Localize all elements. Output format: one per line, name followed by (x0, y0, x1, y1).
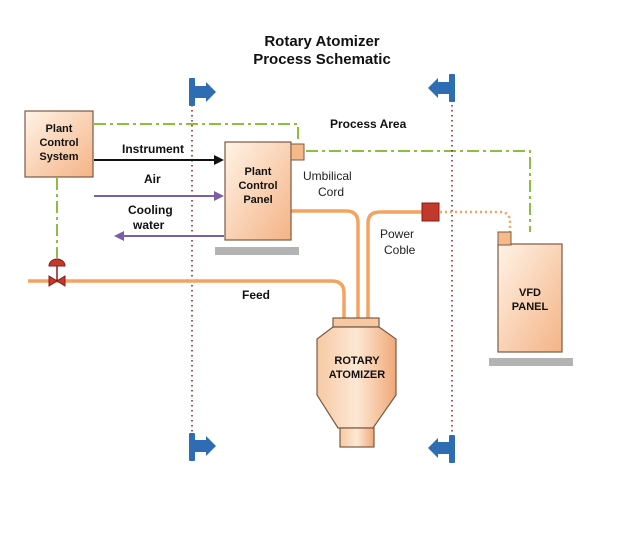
vfd-base (489, 358, 573, 366)
cooling-label-1: Cooling (128, 203, 173, 217)
control-valve-icon (48, 258, 66, 287)
power-cable (366, 210, 422, 318)
rotary-atomizer-vessel (316, 317, 397, 448)
boundary-marker-top-left-icon (189, 78, 216, 106)
cooling-label-2: water (132, 218, 165, 232)
umbilical-cord-pipe (290, 209, 360, 318)
panel-base (215, 247, 299, 255)
title-line-2: Process Schematic (253, 51, 391, 68)
feed-pipe (28, 279, 346, 318)
feed-label: Feed (242, 288, 270, 302)
plant-control-panel-line-3: Panel (243, 194, 272, 206)
plant-control-system-line-3: System (39, 151, 78, 163)
power-label-1: Power (380, 227, 414, 241)
power-junction-box (421, 202, 440, 222)
rotary-atomizer-line-2: ATOMIZER (329, 369, 385, 381)
boundary-marker-bottom-left-icon (189, 433, 216, 461)
vfd-panel-line-1: VFD (519, 287, 541, 299)
plant-control-panel-line-1: Plant (245, 166, 272, 178)
plant-control-system-line-2: Control (39, 137, 78, 149)
umbilical-label-1: Umbilical (303, 169, 352, 183)
vfd-panel-line-2: PANEL (512, 301, 549, 313)
boundary-marker-bottom-right-icon (428, 435, 455, 463)
instrument-label: Instrument (122, 142, 184, 156)
process-area-label: Process Area (330, 117, 407, 131)
power-cable-dotted (440, 210, 512, 232)
vfd-panel-box: VFD PANEL (489, 231, 573, 366)
title-line-1: Rotary Atomizer (264, 33, 379, 50)
process-area-boundary (56, 123, 531, 258)
power-label-2: Coble (384, 243, 416, 257)
plant-control-system-line-1: Plant (46, 123, 73, 135)
plant-control-panel-line-2: Control (238, 180, 277, 192)
plant-control-system-box: Plant Control System (24, 110, 94, 178)
rotary-atomizer-line-1: ROTARY (334, 355, 380, 367)
boundary-marker-top-right-icon (428, 74, 455, 102)
air-label: Air (144, 172, 161, 186)
umbilical-label-2: Cord (318, 185, 344, 199)
plant-control-panel-box: Plant Control Panel (215, 141, 305, 255)
